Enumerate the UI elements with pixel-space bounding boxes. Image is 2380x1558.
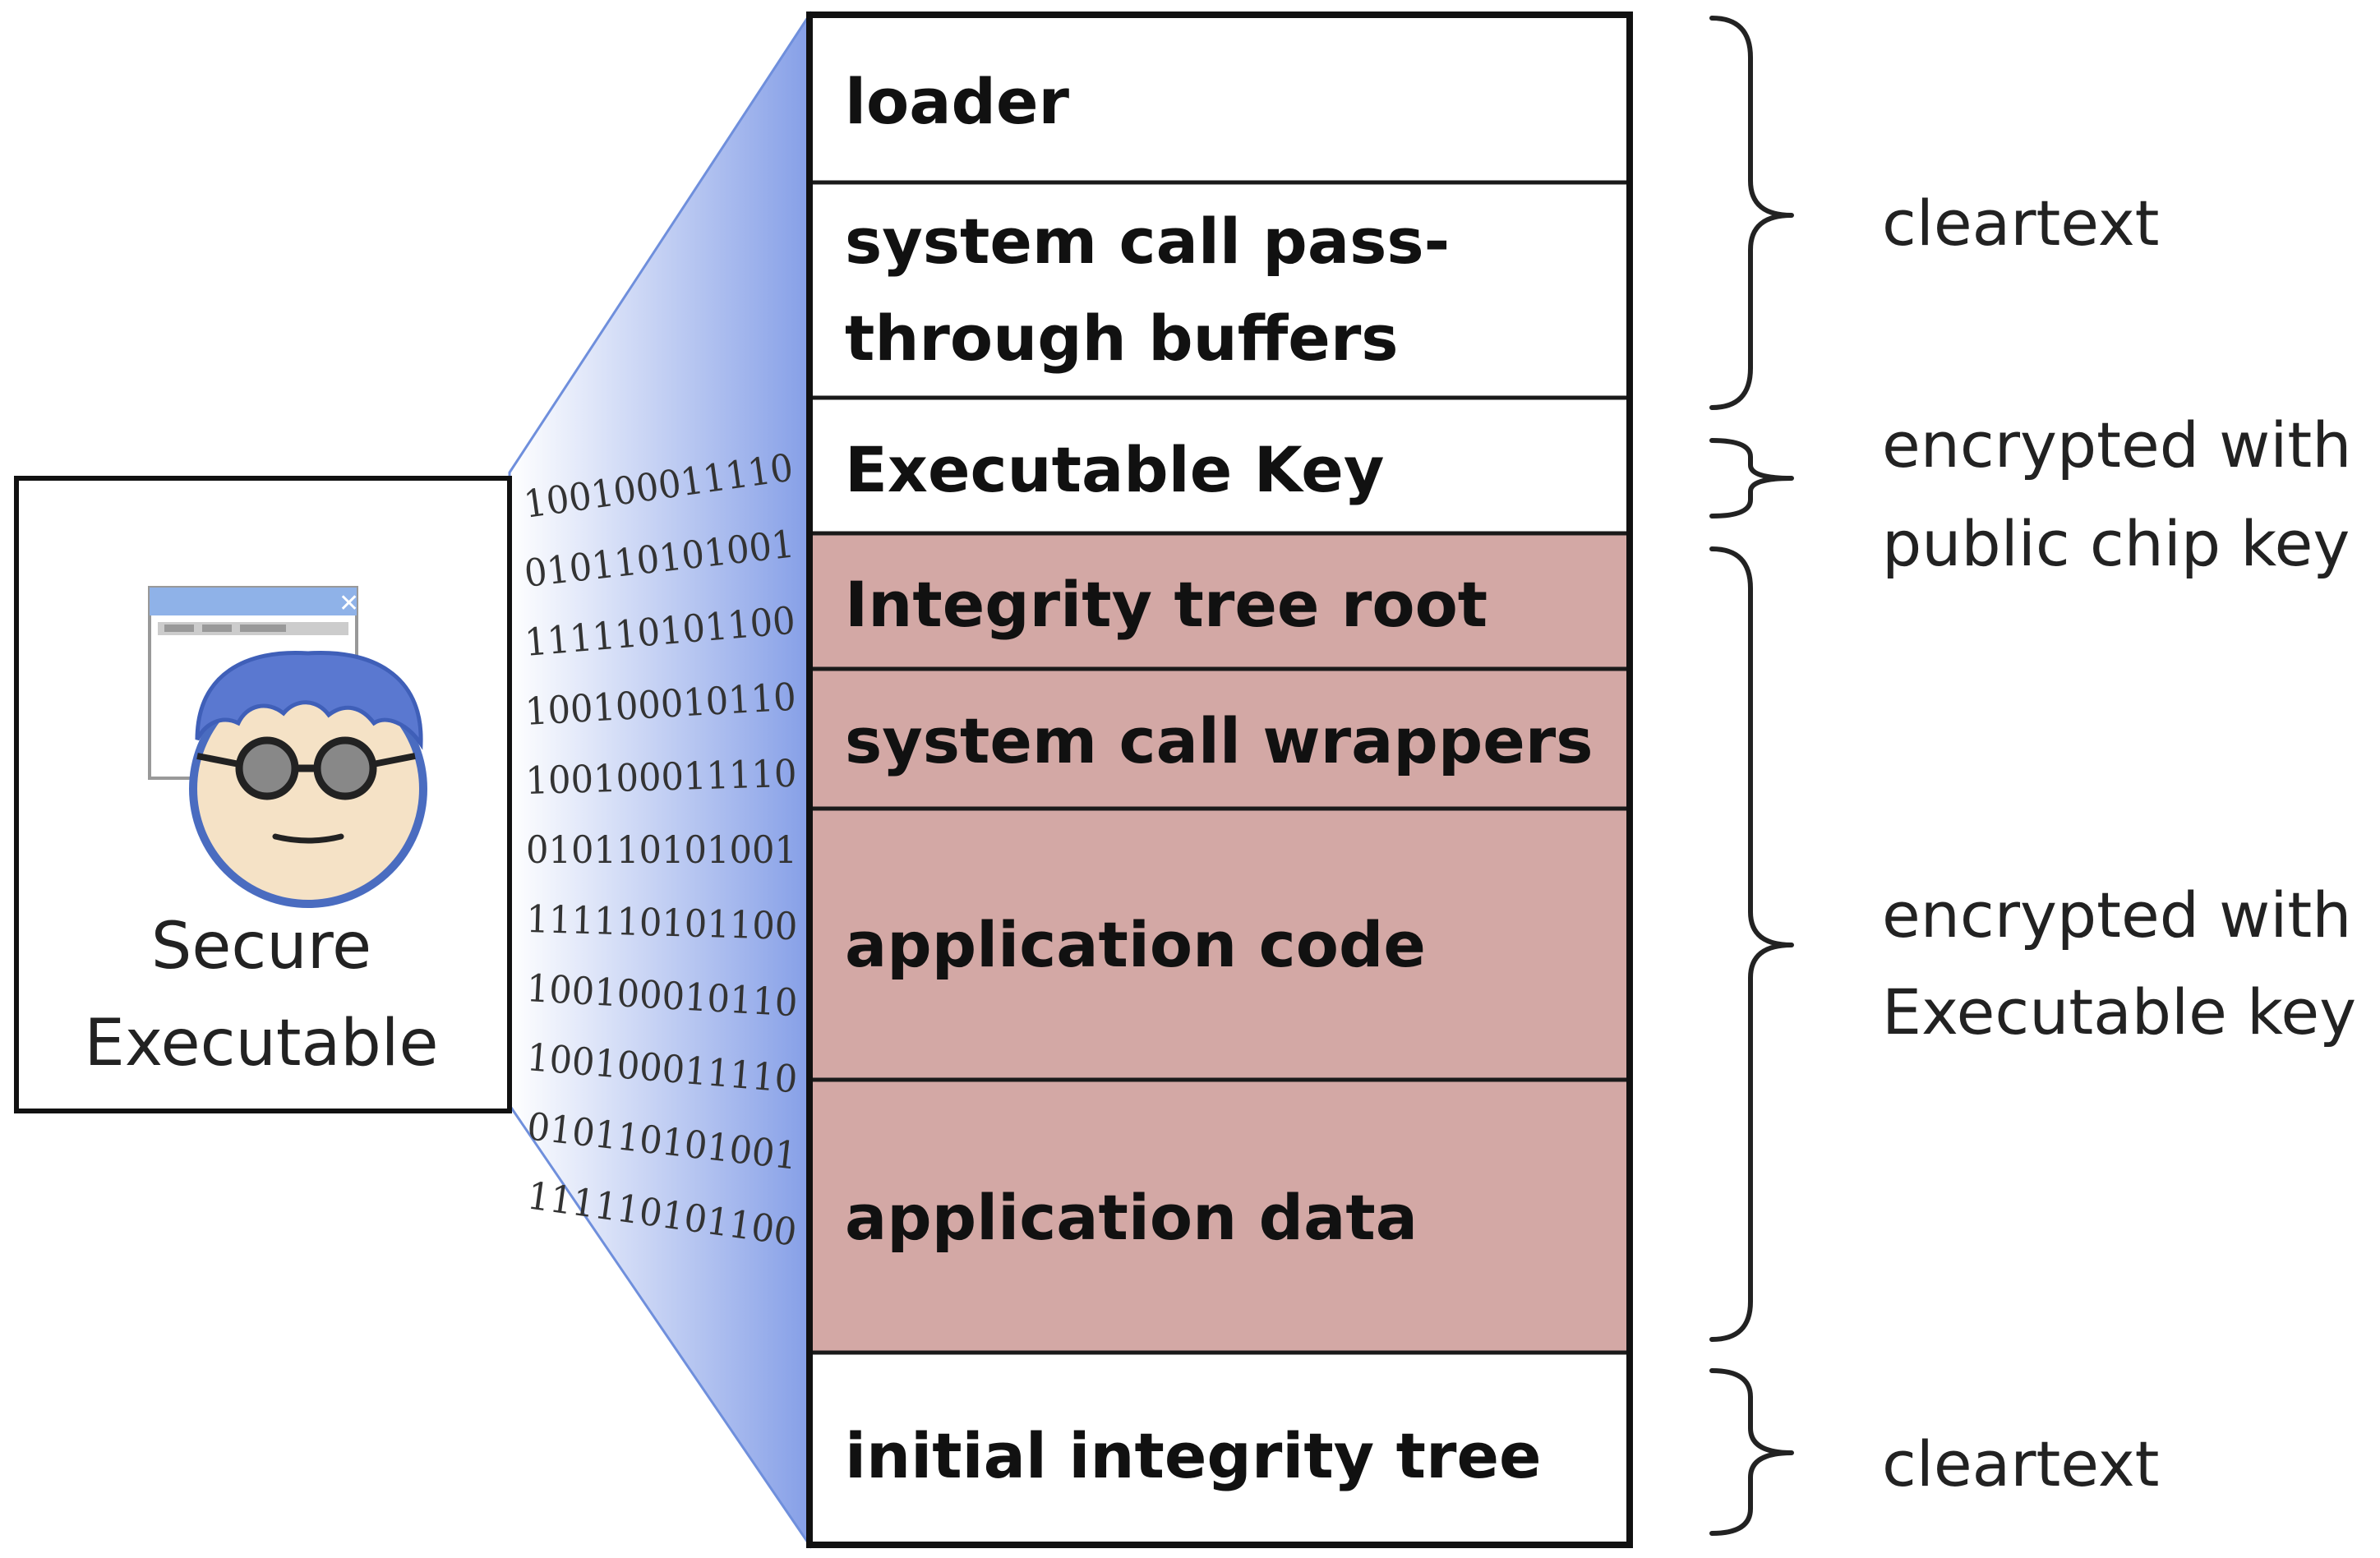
- executable-label-line-1: Secure: [151, 910, 371, 984]
- secure-executable-box: ✕ Secure Executable: [14, 476, 512, 1113]
- segment-app-data-label: application data: [845, 1181, 1418, 1254]
- user-with-glasses-and-window-icon: ✕: [148, 586, 427, 908]
- segment-integrity-root-label: Integrity tree root: [845, 568, 1488, 641]
- bracket-cleartext-bottom: [1709, 1368, 1794, 1536]
- public-chip-key-label-1: encrypted with: [1882, 408, 2351, 482]
- segment-loader-label: loader: [845, 65, 1069, 138]
- segment-loader: [807, 12, 1632, 185]
- segment-app-data: [807, 1077, 1632, 1355]
- binary-row: 111110101100: [526, 897, 798, 948]
- bracket-public-chip-key: [1709, 438, 1794, 519]
- binary-stream: 1001000111100101101010011111101011001001…: [521, 445, 800, 1254]
- executable-key-label-2: Executable key: [1882, 975, 2356, 1049]
- executable-label-line-2: Executable: [85, 1007, 439, 1081]
- svg-text:✕: ✕: [339, 589, 359, 618]
- segment-initial-integrity-tree-label: initial integrity tree: [845, 1419, 1542, 1492]
- bracket-cleartext-top: [1709, 16, 1794, 410]
- segment-syscall-passthrough-label-2: through buffers: [845, 302, 1399, 375]
- segment-executable-key-label: Executable Key: [845, 433, 1384, 506]
- segment-app-code-label: application code: [845, 908, 1426, 981]
- bracket-executable-key: [1709, 546, 1794, 1342]
- segment-syscall-wrappers: [807, 666, 1632, 811]
- segment-app-code: [807, 806, 1632, 1082]
- segment-initial-integrity-tree: [807, 1350, 1632, 1547]
- segment-syscall-passthrough: [807, 180, 1632, 400]
- memory-layout: loader system call pass- through buffers…: [806, 12, 1633, 1548]
- segment-syscall-passthrough-label-1: system call pass-: [845, 205, 1450, 278]
- binary-row: 100100011110: [525, 751, 797, 803]
- public-chip-key-label-2: public chip key: [1882, 507, 2350, 580]
- binary-row: 010110101001: [526, 827, 797, 872]
- segment-syscall-wrappers-label: system call wrappers: [845, 704, 1593, 777]
- executable-key-label-1: encrypted with: [1882, 878, 2351, 952]
- cleartext-bottom-label: cleartext: [1882, 1427, 2159, 1500]
- cleartext-top-label: cleartext: [1882, 187, 2159, 260]
- segment-integrity-root: [807, 531, 1632, 671]
- segment-executable-key: [807, 395, 1632, 536]
